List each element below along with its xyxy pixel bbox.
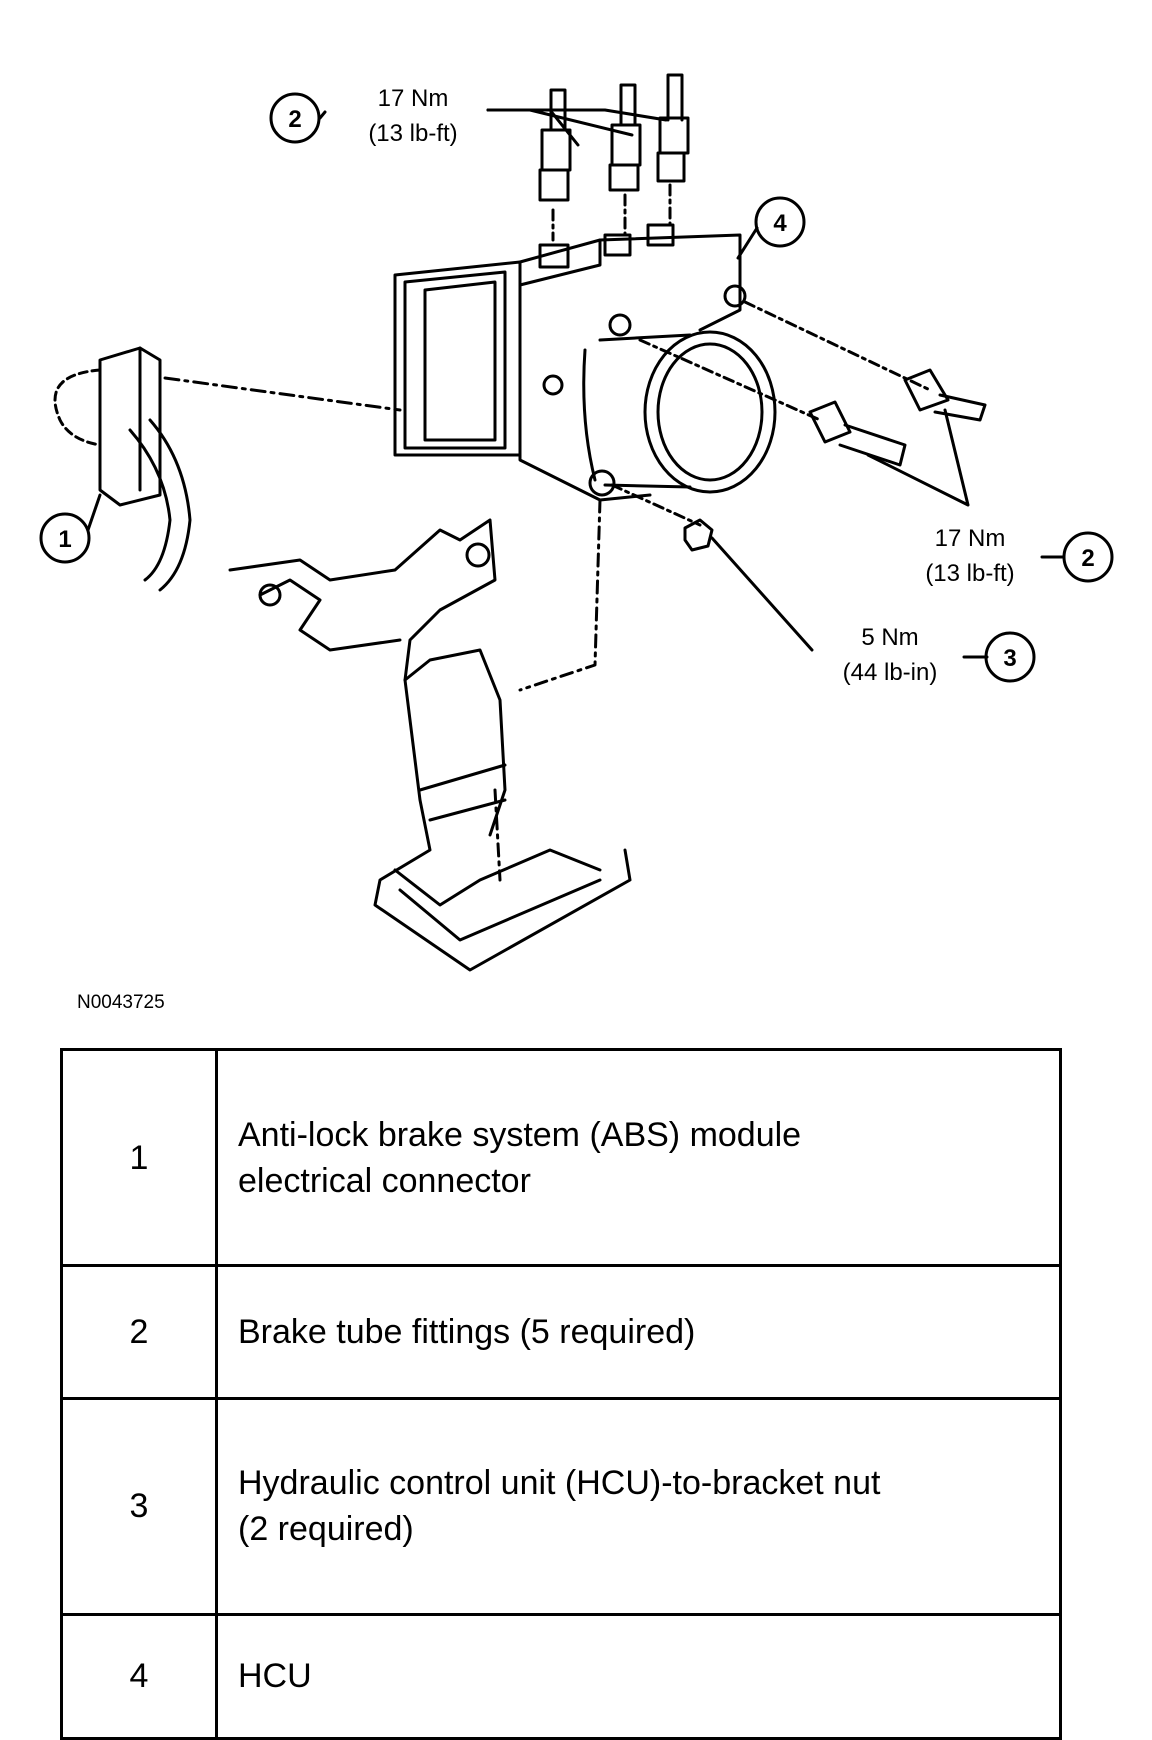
callout-2-right: 2 <box>1081 545 1094 572</box>
torque-top-lbft: (13 lb-ft) <box>368 120 457 147</box>
legend-row: 2 Brake tube fittings (5 required) <box>60 1264 1062 1400</box>
top-brake-tubes <box>538 73 690 242</box>
legend-row-number: 1 <box>60 1047 218 1268</box>
hcu-unit <box>393 223 777 502</box>
legend-table: 1 Anti-lock brake system (ABS) module el… <box>60 1047 1062 1740</box>
legend-row: 3 Hydraulic control unit (HCU)-to-bracke… <box>60 1396 1062 1616</box>
legend-row-description: HCU <box>215 1612 1062 1740</box>
abs-electrical-connector <box>53 346 402 592</box>
legend-desc-line: Anti-lock brake system (ABS) module <box>238 1115 802 1154</box>
callout-1: 1 <box>58 526 71 553</box>
torque-top-nm: 17 Nm <box>378 85 449 112</box>
legend-row-number: 4 <box>60 1612 218 1740</box>
legend-desc-line: HCU <box>238 1657 312 1696</box>
legend-desc-line: electrical connector <box>238 1161 531 1200</box>
callout-2-top: 2 <box>288 106 301 133</box>
abs-hcu-exploded-diagram: 2 4 1 2 3 17 Nm (13 lb-ft) 17 Nm (13 lb-… <box>39 73 1114 1013</box>
callout-3: 3 <box>1003 645 1016 672</box>
legend-desc-line: (2 required) <box>238 1510 414 1549</box>
legend-row-description: Anti-lock brake system (ABS) module elec… <box>215 1047 1062 1268</box>
legend-row-number: 3 <box>60 1396 218 1616</box>
callout-4: 4 <box>773 210 787 237</box>
hcu-bracket <box>228 498 632 972</box>
torque-right-lbft: (13 lb-ft) <box>925 560 1014 587</box>
figure-id: N0043725 <box>77 992 165 1013</box>
torque-nut-lbin: (44 lb-in) <box>843 659 938 686</box>
legend-row-number: 2 <box>60 1264 218 1400</box>
legend-desc-line: Brake tube fittings (5 required) <box>238 1312 696 1351</box>
legend-row-description: Hydraulic control unit (HCU)-to-bracket … <box>215 1396 1062 1616</box>
legend-row: 4 HCU <box>60 1612 1062 1740</box>
legend-desc-line: Hydraulic control unit (HCU)-to-bracket … <box>238 1464 881 1503</box>
callout-circle-1 <box>39 512 91 564</box>
legend-row-description: Brake tube fittings (5 required) <box>215 1264 1062 1400</box>
legend-row: 1 Anti-lock brake system (ABS) module el… <box>60 1047 1062 1268</box>
side-brake-tubes <box>808 368 987 467</box>
torque-nut-nm: 5 Nm <box>861 624 918 651</box>
callout-circle-4 <box>754 196 806 248</box>
torque-right-nm: 17 Nm <box>935 525 1006 552</box>
